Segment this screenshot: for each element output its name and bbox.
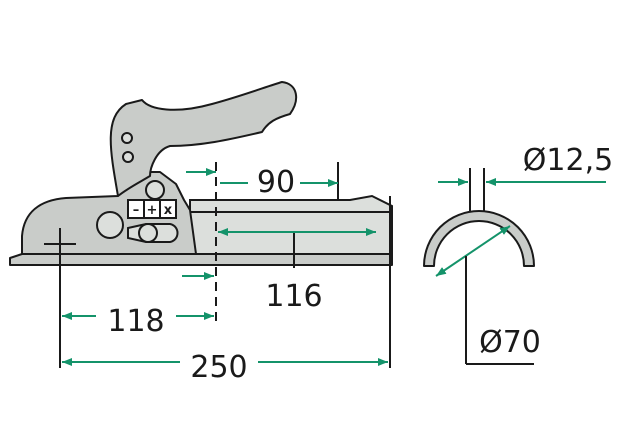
dim-ball-diagonal xyxy=(435,225,511,277)
coupling-head-side-view: – + x xyxy=(9,81,393,266)
dim-118-label: 118 xyxy=(107,304,164,339)
handle-rivet-upper xyxy=(121,132,133,144)
dim-116-label: 116 xyxy=(265,279,322,314)
dim-bolt-diameter-label: Ø12,5 xyxy=(523,143,613,178)
lock-symbol-minus: – xyxy=(133,203,140,218)
handle-rivet-lower xyxy=(122,151,134,163)
socket-section-shell xyxy=(423,210,535,267)
handle-pivot xyxy=(145,180,165,200)
dimension-lines: 90 116 118 250 xyxy=(59,162,391,385)
dim-250-label: 250 xyxy=(190,350,247,385)
lock-symbol-cross: x xyxy=(164,203,173,218)
dim-ball-diameter-label: Ø70 xyxy=(479,325,541,360)
lock-knob-cap xyxy=(138,223,158,243)
dim-90-label: 90 xyxy=(257,165,295,200)
lock-symbol-plus: + xyxy=(147,203,158,218)
lock-indicator-box xyxy=(127,199,177,219)
coupling-handle xyxy=(109,81,298,197)
socket-bolt-head xyxy=(96,211,124,239)
base-flange xyxy=(9,253,393,266)
ball-socket-section: Ø12,5 Ø70 xyxy=(423,143,613,365)
drawbar-tube xyxy=(189,194,393,255)
